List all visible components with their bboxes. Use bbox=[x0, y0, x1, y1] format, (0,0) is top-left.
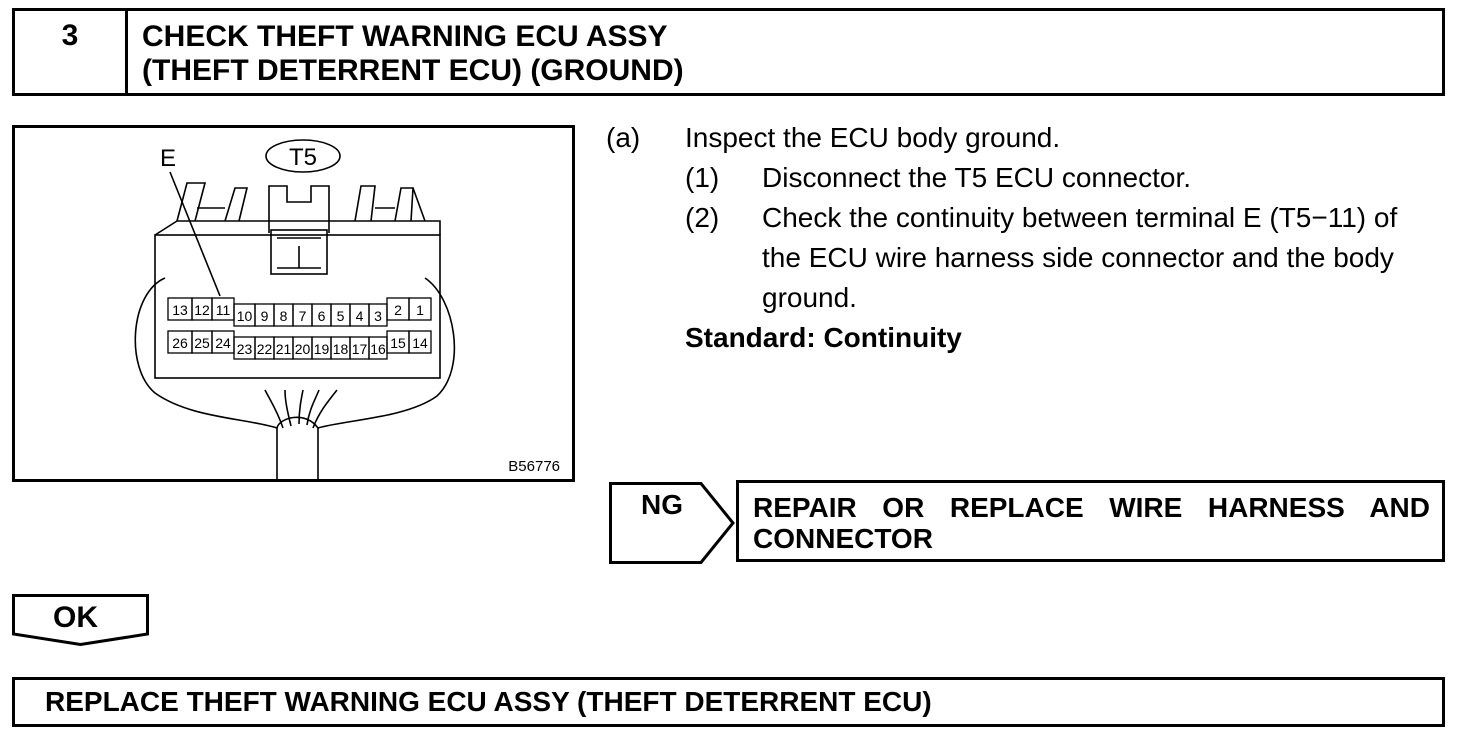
pin-number: 19 bbox=[314, 341, 330, 357]
ng-result-box: REPAIR OR REPLACE WIRE HARNESS AND CONNE… bbox=[736, 480, 1445, 562]
pin-number: 25 bbox=[194, 335, 210, 351]
step-title: CHECK THEFT WARNING ECU ASSY (THEFT DETE… bbox=[142, 20, 684, 88]
pin-number: 2 bbox=[394, 302, 402, 318]
pin-number: 15 bbox=[390, 335, 406, 351]
step-header: 3 CHECK THEFT WARNING ECU ASSY (THEFT DE… bbox=[12, 8, 1445, 96]
ok-arrow-icon bbox=[12, 594, 149, 646]
pin-number: 7 bbox=[299, 308, 307, 324]
pin-number: 8 bbox=[280, 308, 288, 324]
pin-number: 3 bbox=[374, 308, 382, 324]
ok-label: OK bbox=[53, 601, 98, 634]
pin-cavity bbox=[408, 330, 432, 354]
step-number: 3 bbox=[15, 11, 128, 93]
ok-result-box: REPLACE THEFT WARNING ECU ASSY (THEFT DE… bbox=[12, 677, 1445, 727]
ng-label: NG bbox=[641, 489, 683, 520]
pin-number: 12 bbox=[194, 302, 210, 318]
pin-number: 26 bbox=[172, 335, 188, 351]
step-a-text: Inspect the ECU body ground. bbox=[685, 122, 1061, 153]
standard-value: Standard: Continuity bbox=[685, 322, 962, 353]
step-1-marker: (1) bbox=[685, 162, 720, 193]
pin-number: 6 bbox=[318, 308, 326, 324]
pin-number: 20 bbox=[295, 341, 311, 357]
pin-number: 16 bbox=[370, 341, 386, 357]
pin-number: 22 bbox=[257, 341, 273, 357]
step-1-text: Disconnect the T5 ECU connector. bbox=[762, 162, 1192, 193]
pin-number: 21 bbox=[276, 341, 292, 357]
step-2-line1: Check the continuity between terminal E … bbox=[762, 202, 1398, 233]
figure-id: B56776 bbox=[508, 458, 560, 475]
step-2-line3: ground. bbox=[762, 282, 857, 313]
ng-arrow-icon bbox=[609, 482, 735, 564]
pin-number: 11 bbox=[216, 302, 231, 318]
pin-number: 1 bbox=[416, 302, 424, 318]
pin-number: 24 bbox=[215, 335, 231, 351]
step-a-marker: (a) bbox=[606, 122, 641, 153]
pin-number: 17 bbox=[352, 341, 368, 357]
connector-label: T5 bbox=[289, 144, 317, 171]
step-2-line2: the ECU wire harness side connector and … bbox=[762, 242, 1394, 273]
pin-cavity bbox=[408, 297, 432, 321]
step-title-line2: (THEFT DETERRENT ECU) (GROUND) bbox=[142, 54, 684, 87]
step-title-line1: CHECK THEFT WARNING ECU ASSY bbox=[142, 20, 668, 53]
pin-number: 4 bbox=[356, 308, 364, 324]
step-2-marker: (2) bbox=[685, 202, 720, 233]
pin-number: 14 bbox=[412, 335, 428, 351]
pin-number: 13 bbox=[172, 302, 188, 318]
pin-number: 10 bbox=[237, 308, 253, 324]
pin-number: 5 bbox=[337, 308, 345, 324]
terminal-label: E bbox=[160, 145, 176, 172]
pin-number: 18 bbox=[333, 341, 349, 357]
pin-number: 23 bbox=[237, 341, 253, 357]
pin-number: 9 bbox=[261, 308, 269, 324]
